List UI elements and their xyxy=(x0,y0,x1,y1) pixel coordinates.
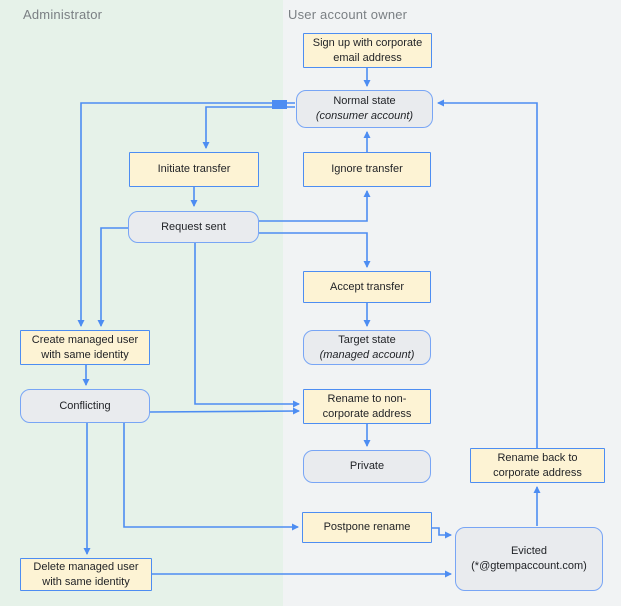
edge-conflicting-to-rename xyxy=(149,407,300,415)
node-delete-managed-user: Delete managed user with same identity xyxy=(20,558,152,591)
edge-requestsent-to-rename xyxy=(194,243,300,408)
node-label: Rename to non-corporate address xyxy=(322,392,412,420)
node-create-managed-user: Create managed user with same identity xyxy=(20,330,150,365)
node-conflicting: Conflicting xyxy=(20,389,150,423)
node-request-sent: Request sent xyxy=(128,211,259,243)
edge-conflicting-to-postpone xyxy=(123,423,299,531)
node-label: Sign up with corporate email address xyxy=(312,36,423,64)
node-label: Ignore transfer xyxy=(331,163,403,176)
edge-normal-to-create xyxy=(77,102,295,327)
node-label: Delete managed user with same identity xyxy=(33,560,139,588)
node-normal-state: Normal state (consumer account) xyxy=(296,90,433,128)
edge-junction-marker xyxy=(272,100,287,109)
node-title: Target state xyxy=(338,333,396,346)
node-target-state: Target state (managed account) xyxy=(303,330,431,365)
edge-requestsent-to-accept xyxy=(259,232,371,268)
lane-administrator-label: Administrator xyxy=(23,7,103,22)
lane-user-account-owner-label: User account owner xyxy=(288,7,408,22)
node-subtitle: (*@gtempaccount.com) xyxy=(471,560,587,572)
node-title: Normal state xyxy=(333,95,396,108)
node-initiate-transfer: Initiate transfer xyxy=(129,152,259,187)
lane-administrator xyxy=(0,0,283,606)
node-label: Initiate transfer xyxy=(157,163,231,176)
node-private: Private xyxy=(303,450,431,483)
node-label: Rename back to corporate address xyxy=(493,451,582,479)
node-subtitle: (consumer account) xyxy=(315,110,414,122)
node-label: Create managed user with same identity xyxy=(31,333,139,361)
node-postpone-rename: Postpone rename xyxy=(302,512,432,543)
node-label: Private xyxy=(349,460,385,473)
edge-renameback-to-normal xyxy=(437,99,538,448)
node-accept-transfer: Accept transfer xyxy=(303,271,431,303)
edge-requestsent-to-ignore xyxy=(259,190,371,222)
node-rename-back-to-corporate: Rename back to corporate address xyxy=(470,448,605,483)
node-ignore-transfer: Ignore transfer xyxy=(303,152,431,187)
node-evicted: Evicted (*@gtempaccount.com) xyxy=(455,527,603,591)
node-label: Conflicting xyxy=(59,399,111,412)
edge-normal-to-initiate xyxy=(202,106,295,149)
node-label: Postpone rename xyxy=(323,521,411,534)
node-subtitle: (managed account) xyxy=(319,348,415,361)
node-rename-to-non-corporate: Rename to non-corporate address xyxy=(303,389,431,424)
node-label: Request sent xyxy=(161,220,226,233)
node-title: Evicted xyxy=(510,545,548,558)
edge-requestsent-to-create xyxy=(97,227,128,327)
node-sign-up-with-corporate-email: Sign up with corporate email address xyxy=(303,33,432,68)
node-label: Accept transfer xyxy=(330,280,404,293)
edge-postpone-to-evicted xyxy=(432,527,452,539)
